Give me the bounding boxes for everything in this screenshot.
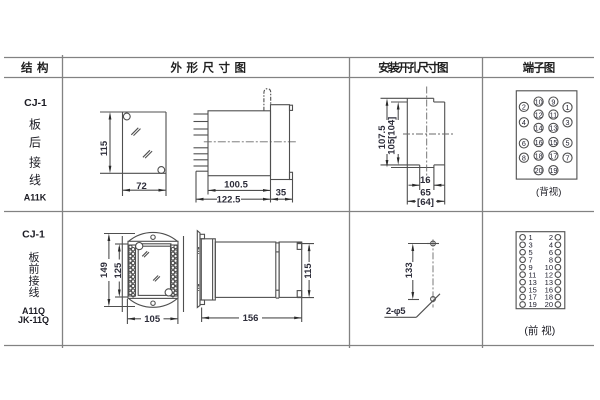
svg-text:7: 7 <box>566 154 570 163</box>
svg-text:11: 11 <box>550 110 557 119</box>
svg-text:35: 35 <box>276 188 287 199</box>
svg-text:15: 15 <box>549 138 557 147</box>
svg-text:122.5: 122.5 <box>217 195 241 206</box>
svg-text:5: 5 <box>529 248 533 257</box>
svg-text:2: 2 <box>522 103 526 112</box>
svg-text:1: 1 <box>566 103 570 112</box>
svg-text:CJ-1: CJ-1 <box>24 97 47 109</box>
svg-text:125: 125 <box>113 262 124 279</box>
svg-text:105[104]: 105[104] <box>386 117 397 155</box>
svg-text:19: 19 <box>529 300 537 309</box>
svg-text:线: 线 <box>29 285 40 299</box>
svg-text:3: 3 <box>566 118 570 127</box>
svg-text:156: 156 <box>243 313 259 324</box>
svg-text:18: 18 <box>535 151 543 160</box>
svg-text:4: 4 <box>522 118 526 127</box>
svg-text:8: 8 <box>549 255 553 264</box>
svg-text:JK-11Q: JK-11Q <box>18 315 49 325</box>
svg-text:板: 板 <box>29 250 40 264</box>
svg-text:115: 115 <box>99 140 110 156</box>
svg-text:15: 15 <box>529 285 537 294</box>
svg-text:16: 16 <box>535 138 543 147</box>
svg-text:A11Q: A11Q <box>22 306 45 316</box>
svg-text:107.5: 107.5 <box>377 125 388 149</box>
svg-text:8: 8 <box>522 154 526 163</box>
svg-text:2: 2 <box>549 233 553 242</box>
svg-text:4: 4 <box>549 241 553 250</box>
svg-text:端子图: 端子图 <box>523 61 555 75</box>
svg-text:接: 接 <box>29 155 41 170</box>
svg-text:17: 17 <box>529 293 537 302</box>
svg-text:(前 视): (前 视) <box>524 324 555 337</box>
svg-text:10: 10 <box>535 97 543 106</box>
svg-text:65: 65 <box>420 188 431 199</box>
svg-text:[64]: [64] <box>417 197 434 208</box>
svg-text:13: 13 <box>545 278 553 287</box>
svg-text:线: 线 <box>29 173 41 187</box>
svg-text:结构: 结构 <box>20 61 53 75</box>
svg-text:12: 12 <box>535 110 543 119</box>
svg-text:1: 1 <box>529 233 533 242</box>
svg-text:(背视): (背视) <box>536 186 561 198</box>
svg-text:7: 7 <box>529 255 533 264</box>
svg-text:5: 5 <box>566 139 570 148</box>
svg-text:9: 9 <box>529 263 533 272</box>
svg-text:6: 6 <box>522 139 526 148</box>
svg-text:11: 11 <box>529 270 537 279</box>
svg-text:18: 18 <box>545 293 553 302</box>
svg-text:72: 72 <box>136 181 147 192</box>
svg-text:20: 20 <box>535 166 543 175</box>
svg-text:3: 3 <box>529 241 533 250</box>
svg-text:133: 133 <box>404 262 415 278</box>
svg-text:17: 17 <box>549 151 557 160</box>
svg-text:板: 板 <box>29 118 41 132</box>
svg-text:6: 6 <box>549 248 553 257</box>
svg-text:接: 接 <box>29 274 40 287</box>
svg-text:19: 19 <box>549 166 557 175</box>
svg-text:115: 115 <box>303 263 314 279</box>
svg-text:100.5: 100.5 <box>224 180 248 191</box>
svg-text:16: 16 <box>545 285 553 294</box>
svg-text:外形尺寸图: 外形尺寸图 <box>170 61 251 75</box>
svg-text:2-φ5: 2-φ5 <box>386 306 406 317</box>
svg-text:后: 后 <box>29 136 41 150</box>
svg-text:CJ-1: CJ-1 <box>22 229 45 241</box>
svg-text:A11K: A11K <box>24 193 47 203</box>
svg-text:13: 13 <box>549 124 557 133</box>
svg-text:13: 13 <box>529 278 537 287</box>
svg-text:12: 12 <box>545 270 553 279</box>
svg-text:16: 16 <box>420 175 431 186</box>
svg-text:20: 20 <box>545 300 553 309</box>
svg-text:安装开孔尺寸图: 安装开孔尺寸图 <box>378 61 448 75</box>
svg-text:14: 14 <box>535 124 543 133</box>
svg-text:105: 105 <box>144 314 161 325</box>
svg-text:9: 9 <box>551 97 555 106</box>
svg-text:149: 149 <box>99 262 110 278</box>
svg-text:10: 10 <box>545 263 553 272</box>
svg-text:前: 前 <box>29 262 40 276</box>
